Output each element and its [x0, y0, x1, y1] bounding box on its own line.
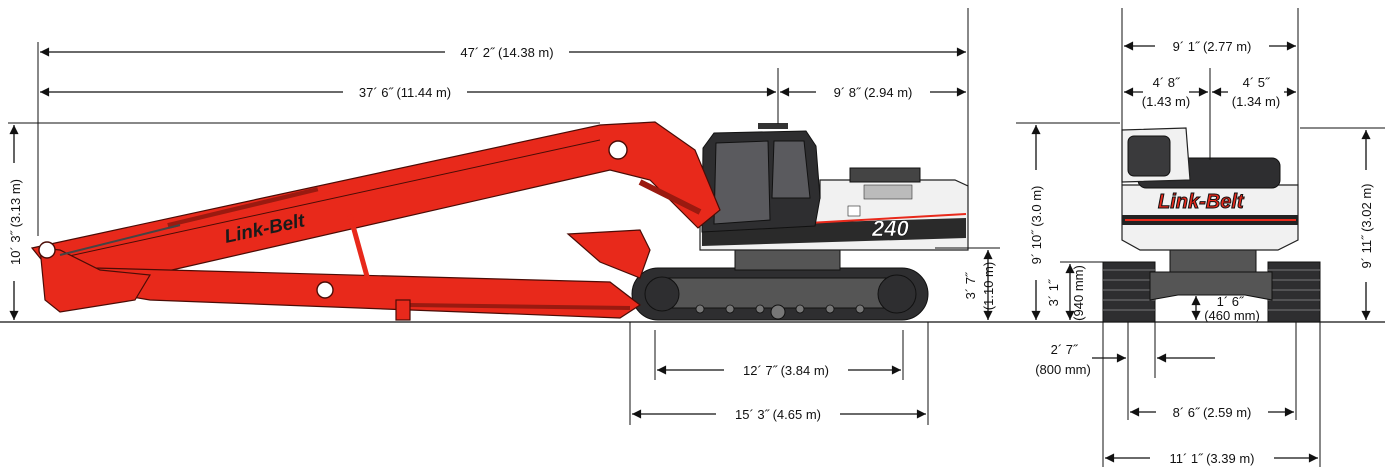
front-logo: Link-Belt	[1158, 191, 1245, 213]
side-small-bucket	[566, 229, 651, 279]
dim-track-length: 15´ 3˝ (4.65 m)	[735, 407, 821, 422]
dim-ground-clearance-mm: (460 mm)	[1204, 308, 1260, 323]
dim-tail-length: 9´ 8˝ (2.94 m)	[834, 85, 913, 100]
dim-front-reach: 37´ 6˝ (11.44 m)	[359, 85, 451, 100]
dim-right-width-ft: 4´ 5˝	[1243, 75, 1271, 90]
dim-left-width-m: (1.43 m)	[1142, 94, 1190, 109]
dim-boom-height: 10´ 3˝ (3.13 m)	[8, 179, 23, 265]
dim-track-height-mm: (940 mm)	[1071, 265, 1086, 321]
dim-shoe-width-mm: (800 mm)	[1035, 362, 1091, 377]
dim-overall-length: 47´ 2˝ (14.38 m)	[460, 45, 553, 60]
dim-track-height-ft: 3´ 1˝	[1046, 278, 1061, 306]
dim-upper-width: 9´ 1˝ (2.77 m)	[1173, 39, 1252, 54]
side-model-label: 240	[871, 216, 909, 241]
front-right-track	[1267, 261, 1321, 323]
dim-overall-width: 11´ 1˝ (3.39 m)	[1169, 451, 1254, 466]
dim-cab-height: 9´ 10˝ (3.0 m)	[1029, 186, 1044, 265]
front-left-track	[1102, 261, 1156, 323]
dim-overall-height: 9´ 11˝ (3.02 m)	[1359, 183, 1374, 268]
front-view-excavator: Link-Belt	[1102, 127, 1321, 323]
dim-track-gauge: 8´ 6˝ (2.59 m)	[1173, 405, 1252, 420]
dim-right-width-m: (1.34 m)	[1232, 94, 1280, 109]
dim-ground-clearance-ft: 1´ 6˝	[1217, 294, 1245, 309]
dim-tumbler-distance: 12´ 7˝ (3.84 m)	[743, 363, 829, 378]
dim-counterweight-clearance-ft: 3´ 7˝	[963, 271, 978, 299]
dim-shoe-width-ft: 2´ 7˝	[1051, 342, 1079, 357]
dim-left-width-ft: 4´ 8˝	[1153, 75, 1181, 90]
svg-text:(1.10 m): (1.10 m)	[981, 262, 996, 310]
side-view-excavator: 240 Link-Belt	[30, 121, 969, 321]
